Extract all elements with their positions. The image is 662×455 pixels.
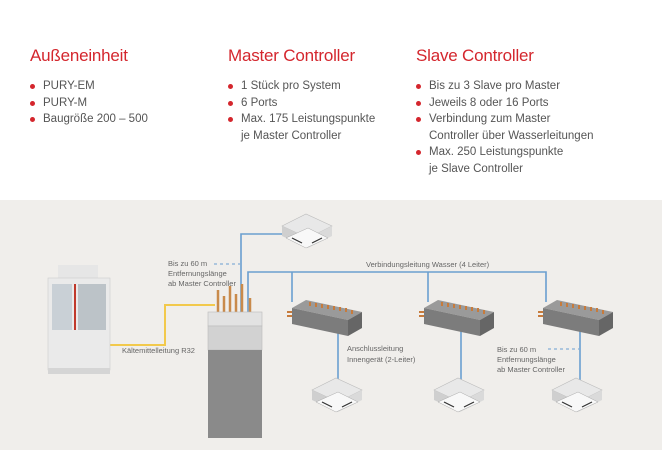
distance-label-left: Bis zu 60 m	[168, 259, 207, 268]
system-diagram: Bis zu 60 m Entfernungslänge ab Master C…	[0, 200, 662, 450]
list-item: Baugröße 200 – 500	[30, 111, 148, 128]
column-title: Master Controller	[228, 46, 355, 65]
cassette-unit-image	[311, 377, 363, 413]
refrigerant-line-label: Kältemittelleitung R32	[122, 346, 195, 355]
bullet-icon	[30, 100, 35, 106]
distance-label-left: Entfernungslänge	[168, 269, 227, 278]
bullet-icon	[228, 117, 233, 122]
bullet-icon	[228, 84, 233, 89]
column-title: Slave Controller	[416, 46, 534, 65]
distance-label-right: ab Master Controller	[497, 365, 565, 374]
list-item: PURY-EM	[30, 78, 148, 95]
list-item: PURY-M	[30, 95, 148, 112]
ducted-unit-image	[286, 299, 363, 337]
cassette-unit-image	[433, 377, 485, 413]
distance-label-right: Entfernungslänge	[497, 355, 556, 364]
bullet-icon	[416, 100, 421, 106]
list-item: 1 Stück pro System	[228, 78, 375, 95]
bullet-icon	[416, 84, 421, 89]
distance-label-right: Bis zu 60 m	[497, 345, 536, 354]
bullet-icon	[416, 117, 421, 122]
ducted-unit-image	[537, 299, 614, 337]
list-item: Bis zu 3 Slave pro Master	[416, 78, 594, 95]
outdoor-unit-image	[47, 265, 111, 374]
slave-controller-column: Slave Controller Bis zu 3 Slave pro Mast…	[416, 46, 594, 177]
connection-line-label: Innengerät (2-Leiter)	[347, 355, 416, 364]
list-item: Jeweils 8 oder 16 Ports	[416, 95, 594, 112]
cassette-unit-image	[281, 213, 333, 249]
refrigerant-pipe	[110, 304, 215, 346]
list-item: 6 Ports	[228, 95, 375, 112]
water-line-label: Verbindungsleitung Wasser (4 Leiter)	[366, 260, 490, 269]
column-title: Außeneinheit	[30, 46, 128, 65]
bullet-icon	[30, 117, 35, 122]
outdoor-unit-column: Außeneinheit PURY-EM PURY-M Baugröße 200…	[30, 46, 148, 128]
master-controller-column: Master Controller 1 Stück pro System 6 P…	[228, 46, 375, 144]
bullet-icon	[228, 100, 233, 106]
bullet-icon	[416, 150, 421, 155]
connection-line-label: Anschlussleitung	[347, 344, 403, 353]
distance-label-left: ab Master Controller	[168, 279, 236, 288]
cassette-unit-image	[551, 377, 603, 413]
master-controller-image	[207, 284, 263, 438]
water-pipe-main	[247, 271, 547, 312]
ducted-unit-image	[418, 299, 495, 337]
bullet-icon	[30, 84, 35, 89]
